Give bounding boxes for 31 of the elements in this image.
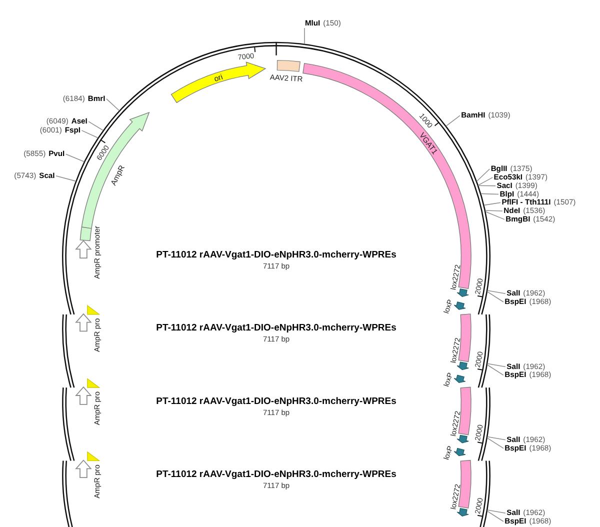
triangle-marker <box>87 451 100 462</box>
backbone-segment <box>62 314 75 388</box>
plasmid-name: PT-11012 rAAV-Vgat1-DIO-eNpHR3.0-mcherry-WPREs <box>156 469 396 480</box>
leader-line <box>486 510 506 514</box>
leader-line <box>484 210 503 212</box>
leader-line <box>486 510 504 522</box>
leader-line <box>304 28 305 44</box>
leader-line <box>88 121 104 131</box>
plasmid-name: PT-11012 rAAV-Vgat1-DIO-eNpHR3.0-mcherry-WPREs <box>156 322 396 334</box>
leader-line <box>486 436 506 440</box>
plasmid-name: PT-11012 rAAV-Vgat1-DIO-eNpHR3.0-mcherry-WPREs <box>156 396 396 407</box>
leader-line <box>484 202 501 206</box>
triangle-marker <box>87 378 100 388</box>
plasmid-name: PT-11012 rAAV-Vgat1-DIO-eNpHR3.0-mcherry-WPREs <box>156 250 396 261</box>
leader-line <box>486 363 506 368</box>
leader-line <box>478 185 496 186</box>
leader-line <box>106 98 120 112</box>
leader-line <box>476 168 490 182</box>
leader-line <box>486 291 504 302</box>
leader-line <box>56 176 76 182</box>
leader-line <box>486 438 504 449</box>
leader-line <box>478 177 493 186</box>
leader-line <box>486 364 504 376</box>
leader-line <box>446 115 460 126</box>
leader-line <box>480 193 499 195</box>
leader-line <box>486 290 506 294</box>
leader-line <box>65 154 85 162</box>
backbone-segment <box>62 460 73 527</box>
leader-line <box>81 130 98 138</box>
leader-line <box>485 211 505 220</box>
backbone-segment <box>62 386 75 462</box>
